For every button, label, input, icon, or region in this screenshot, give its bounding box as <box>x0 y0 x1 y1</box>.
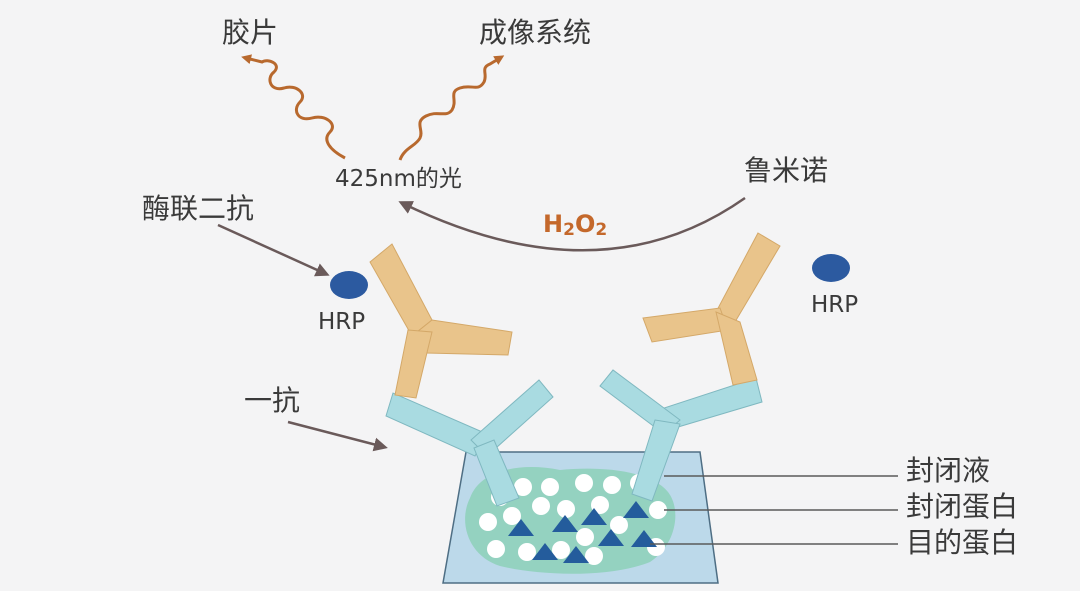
label-hrp-left: HRP <box>318 309 365 335</box>
primary-antibody-right <box>599 369 763 502</box>
label-light: 425nm的光 <box>335 166 462 192</box>
primary-antibody-left <box>385 379 554 507</box>
hrp-dot-right-icon <box>812 254 850 282</box>
wavy-arrow-film-icon <box>241 54 346 160</box>
label-h2o2: H2O2 <box>543 210 607 240</box>
label-primary-antibody: 一抗 <box>244 384 300 417</box>
secondary-antibody-right <box>642 232 781 386</box>
label-luminol: 鲁米诺 <box>744 154 828 187</box>
target-proteins <box>508 501 657 563</box>
label-film: 胶片 <box>222 16 278 49</box>
pointer-arrow-primary <box>287 420 388 452</box>
wavy-arrow-imaging-icon <box>398 55 505 161</box>
hrp-dot-left-icon <box>330 271 368 299</box>
pointer-arrow-secondary <box>217 223 330 277</box>
curved-arrow-icon <box>398 196 746 252</box>
label-hrp-right: HRP <box>811 292 858 318</box>
label-blocking-solution: 封闭液 <box>906 454 990 487</box>
secondary-antibody-left <box>369 243 513 399</box>
label-blocking-protein: 封闭蛋白 <box>906 490 1018 523</box>
label-secondary-antibody: 酶联二抗 <box>142 192 254 225</box>
label-target-protein: 目的蛋白 <box>906 526 1018 559</box>
label-imaging-system: 成像系统 <box>479 16 591 49</box>
